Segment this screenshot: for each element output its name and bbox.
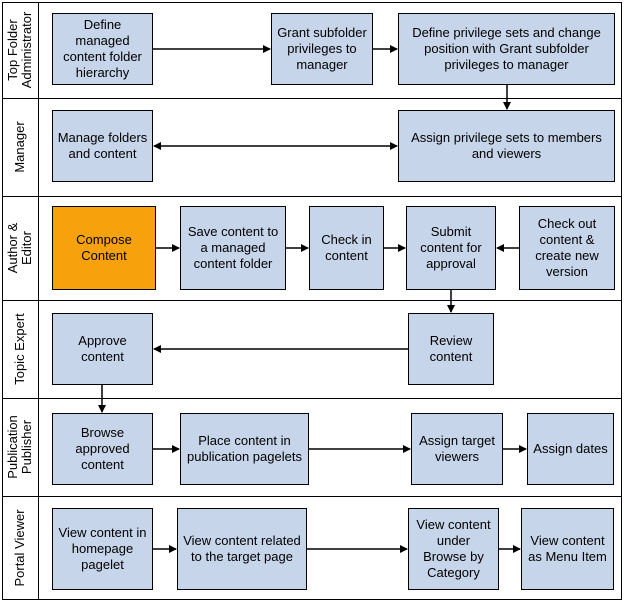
lane-topic-expert: Topic Expert [2, 300, 39, 398]
compose-content-box: Compose Content [52, 206, 156, 290]
lane-top-folder-administrator: Top Folder Administrator [2, 2, 39, 98]
lane-divider [2, 300, 622, 301]
browse-approved-box: Browse approved content [52, 413, 153, 485]
define-hierarchy-box: Define managed content folder hierarchy [52, 13, 153, 85]
view-related-box: View content related to the target page [177, 508, 307, 590]
view-homepage-box: View content in homepage pagelet [52, 508, 153, 590]
lane-label: Publication Publisher [5, 415, 34, 479]
manage-folders-box: Manage folders and content [52, 110, 153, 182]
review-content-box: Review content [408, 313, 494, 385]
lane-divider [2, 98, 622, 99]
lane-label: Portal Viewer [12, 509, 27, 587]
lane-publication-publisher: Publication Publisher [2, 398, 39, 496]
check-out-box: Check out content & create new version [519, 206, 615, 290]
check-in-box: Check in content [309, 206, 384, 290]
grant-subfolder-box: Grant subfolder privileges to manager [271, 13, 373, 85]
assign-dates-box: Assign dates [527, 413, 614, 485]
lane-portal-viewer: Portal Viewer [2, 496, 39, 600]
lane-divider [2, 196, 622, 197]
view-menu-box: View content as Menu Item [521, 508, 614, 590]
lane-divider [2, 398, 622, 399]
lane-label: Top Folder Administrator [5, 11, 34, 89]
lane-label: Author & Editor [5, 222, 34, 274]
approve-content-box: Approve content [52, 313, 153, 385]
lane-manager: Manager [2, 98, 39, 196]
assign-privilege-sets-box: Assign privilege sets to members and vie… [398, 110, 615, 182]
submit-content-box: Submit content for approval [406, 206, 496, 290]
define-privilege-sets-box: Define privilege sets and change positio… [398, 13, 615, 85]
view-browse-box: View content under Browse by Category [408, 508, 499, 590]
lane-label: Topic Expert [12, 313, 27, 385]
place-content-box: Place content in publication pagelets [180, 413, 309, 485]
lane-author-editor: Author & Editor [2, 196, 39, 300]
lane-label: Manager [12, 121, 27, 173]
lane-divider [2, 496, 622, 497]
save-content-box: Save content to a managed content folder [180, 206, 286, 290]
assign-viewers-box: Assign target viewers [411, 413, 503, 485]
